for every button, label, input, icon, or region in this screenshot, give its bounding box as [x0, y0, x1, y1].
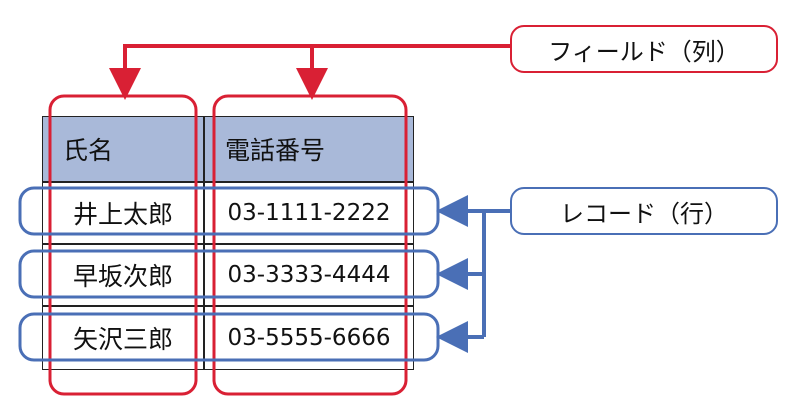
record-outline-1 [18, 186, 440, 236]
record-outline-3 [18, 312, 440, 362]
field-outline-phone [212, 94, 408, 396]
header-name: 氏名 [42, 116, 204, 182]
record-callout: レコード（行） [510, 187, 778, 235]
header-phone: 電話番号 [204, 116, 414, 182]
record-outline-2 [18, 249, 440, 299]
field-outline-name [48, 94, 198, 396]
field-callout: フィールド（列） [510, 25, 778, 73]
